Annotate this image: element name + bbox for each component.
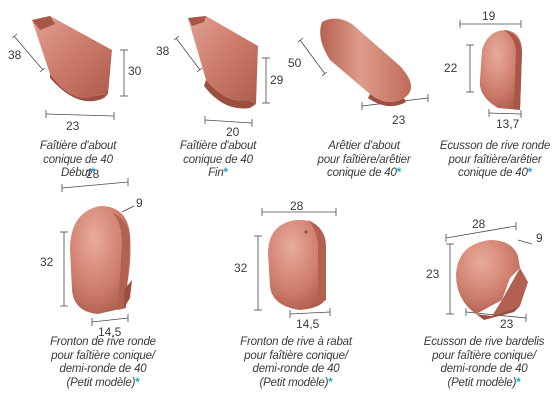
asterisk-mark: * <box>396 167 401 179</box>
dim-2-height: 29 <box>270 73 284 87</box>
tile-fronton-ronde <box>70 206 132 314</box>
caption-line: pour faîtière/arêtier <box>317 153 411 166</box>
asterisk-mark: * <box>90 167 95 179</box>
asterisk-mark: * <box>328 376 333 389</box>
asterisk-mark: * <box>516 376 521 389</box>
caption-line-last: (Petit modèle)* <box>259 376 333 389</box>
caption-faitiere-fin: Faîtière d'about conique de 40 Fin* <box>158 140 278 181</box>
caption-line-last: (Petit modèle)* <box>66 376 140 389</box>
tile-aretier <box>320 18 412 107</box>
caption-line: Arêtier d'about <box>328 140 400 152</box>
caption-line: conique de 40 <box>43 153 113 166</box>
dim-4-height: 22 <box>444 61 458 75</box>
dim-5-depth: 9 <box>136 196 143 210</box>
tile-ecusson-ronde <box>479 30 522 110</box>
dim-3-length: 50 <box>288 56 302 70</box>
caption-line: pour faîtière conique/ <box>244 349 348 362</box>
caption-line: demi-ronde de 40 <box>440 363 528 375</box>
dim-7-depth: 9 <box>536 231 543 245</box>
caption-line: Fronton de rive à rabat <box>240 336 352 348</box>
caption-line: Ecusson de rive bardelis <box>423 336 545 348</box>
tile-fronton-rabat <box>268 219 326 310</box>
caption-line: pour faîtière conique/ <box>51 349 155 362</box>
caption-line: Fronton de rive ronde <box>50 336 156 348</box>
caption-line: demi-ronde de 40 <box>252 363 340 375</box>
dim-6-height: 32 <box>234 261 248 275</box>
dim-5-base: 14,5 <box>98 325 122 339</box>
caption-line: pour faîtière conique/ <box>432 349 536 362</box>
caption-line-last: conique de 40* <box>327 167 401 179</box>
caption-line-last: Fin* <box>208 167 228 179</box>
caption-line-last: Début* <box>61 167 95 179</box>
dim-5-width: 28 <box>86 167 100 181</box>
tile-ecusson-bardelis <box>456 240 528 320</box>
dim-4-width: 19 <box>482 9 496 23</box>
dim-1-length: 38 <box>8 48 22 62</box>
dim-7-height: 23 <box>426 267 440 281</box>
dim-1-width: 23 <box>66 119 80 133</box>
caption-ecusson-ronde: Ecusson de rive ronde pour faîtière/arêt… <box>432 140 558 181</box>
caption-ecusson-bardelis: Ecusson de rive bardelis pour faîtière c… <box>414 336 554 390</box>
caption-line-last: (Petit modèle)* <box>447 376 521 389</box>
caption-line: demi-ronde de 40 <box>59 363 147 375</box>
caption-line-last: conique de 40* <box>458 167 532 179</box>
dim-6-width: 28 <box>290 199 304 213</box>
caption-line: pour faîtière/arêtier <box>448 153 542 166</box>
dim-7-base: 23 <box>500 317 514 331</box>
caption-faitiere-debut: Faîtière d'about conique de 40 Début* <box>18 140 138 181</box>
caption-fronton-ronde: Fronton de rive ronde pour faîtière coni… <box>38 336 168 390</box>
asterisk-mark: * <box>223 167 228 179</box>
asterisk-mark: * <box>135 376 140 389</box>
dim-2-length: 38 <box>156 44 170 58</box>
caption-fronton-rabat: Fronton de rive à rabat pour faîtière co… <box>226 336 366 390</box>
caption-line: Faîtière d'about <box>39 140 117 152</box>
caption-line: conique de 40 <box>183 153 253 166</box>
caption-line: Ecusson de rive ronde <box>439 140 551 152</box>
caption-aretier: Arêtier d'about pour faîtière/arêtier co… <box>296 140 432 181</box>
dim-5-height: 32 <box>40 255 54 269</box>
dim-4-base: 13,7 <box>496 117 520 131</box>
dim-2-width: 20 <box>226 125 240 139</box>
caption-line: Faîtière d'about <box>179 140 257 152</box>
dim-6-base: 14,5 <box>296 317 320 331</box>
asterisk-mark: * <box>527 167 532 179</box>
tile-faitiere-fin <box>188 16 258 109</box>
dim-3-width: 23 <box>392 113 406 127</box>
dim-7-width: 28 <box>472 217 486 231</box>
dim-1-height: 30 <box>128 64 142 78</box>
tile-faitiere-debut <box>32 16 112 102</box>
